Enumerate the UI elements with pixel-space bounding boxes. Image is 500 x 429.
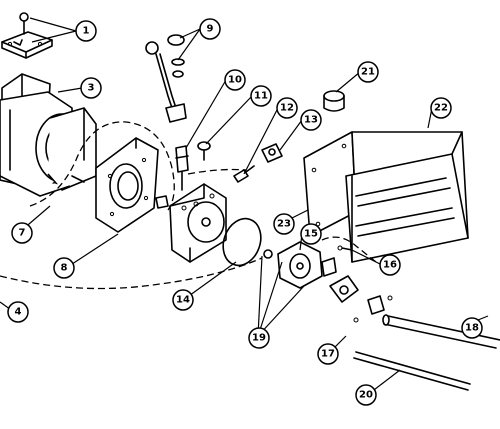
callout-13: 13 xyxy=(300,109,322,131)
callout-19: 19 xyxy=(248,327,270,349)
callout-14: 14 xyxy=(172,289,194,311)
callout-4-label: 4 xyxy=(15,307,22,318)
callout-22-label: 22 xyxy=(434,103,448,114)
callout-23-label: 23 xyxy=(277,219,291,230)
callout-13-label: 13 xyxy=(304,115,318,126)
callout-9: 9 xyxy=(199,18,221,40)
callout-12-label: 12 xyxy=(280,103,294,114)
callout-23: 23 xyxy=(273,213,295,235)
part-tube-18 xyxy=(382,314,500,349)
part-o-ring xyxy=(222,217,262,267)
callout-22: 22 xyxy=(430,97,452,119)
part-knob xyxy=(323,90,345,112)
callout-16-label: 16 xyxy=(383,260,397,271)
part-motor xyxy=(0,73,97,197)
part-rod-20 xyxy=(353,351,471,391)
part-fitting-13 xyxy=(261,143,283,163)
callout-11: 11 xyxy=(250,85,272,107)
callout-11-label: 11 xyxy=(254,91,268,102)
callout-14-label: 14 xyxy=(176,295,190,306)
callout-20-label: 20 xyxy=(359,390,373,401)
callout-18: 18 xyxy=(461,317,483,339)
callout-3-label: 3 xyxy=(88,83,95,94)
part-pressure-switch xyxy=(175,145,189,191)
callout-8: 8 xyxy=(53,257,75,279)
callout-8-label: 8 xyxy=(61,263,68,274)
callout-1: 1 xyxy=(75,20,97,42)
callout-4: 4 xyxy=(7,301,29,323)
callout-9-label: 9 xyxy=(207,24,214,35)
callout-1-label: 1 xyxy=(83,26,90,37)
part-fitting-16 xyxy=(337,245,353,251)
callout-17-label: 17 xyxy=(321,349,335,360)
part-screw xyxy=(197,141,211,161)
callout-17: 17 xyxy=(317,343,339,365)
leader-lines xyxy=(0,17,489,394)
callout-21-label: 21 xyxy=(361,67,375,78)
part-pump-housing xyxy=(169,183,227,263)
callout-15: 15 xyxy=(300,223,322,245)
callout-7: 7 xyxy=(11,222,33,244)
callout-7-label: 7 xyxy=(19,228,26,239)
callout-18-label: 18 xyxy=(465,323,479,334)
part-coupling xyxy=(155,195,169,209)
part-nozzle-holder xyxy=(329,275,393,323)
dashed-wiring xyxy=(0,121,377,290)
callout-10: 10 xyxy=(224,69,246,91)
part-gear-pump xyxy=(263,241,337,289)
callout-15-label: 15 xyxy=(304,229,318,240)
part-sensor-assembly xyxy=(145,34,187,123)
callout-21: 21 xyxy=(357,61,379,83)
callout-10-label: 10 xyxy=(228,75,242,86)
callout-20: 20 xyxy=(355,384,377,406)
callout-3: 3 xyxy=(80,77,102,99)
callout-16: 16 xyxy=(379,254,401,276)
part-top-bracket xyxy=(1,12,53,59)
part-blast-tube xyxy=(303,131,469,263)
callout-19-label: 19 xyxy=(252,333,266,344)
part-mounting-plate xyxy=(95,137,159,233)
callout-12: 12 xyxy=(276,97,298,119)
